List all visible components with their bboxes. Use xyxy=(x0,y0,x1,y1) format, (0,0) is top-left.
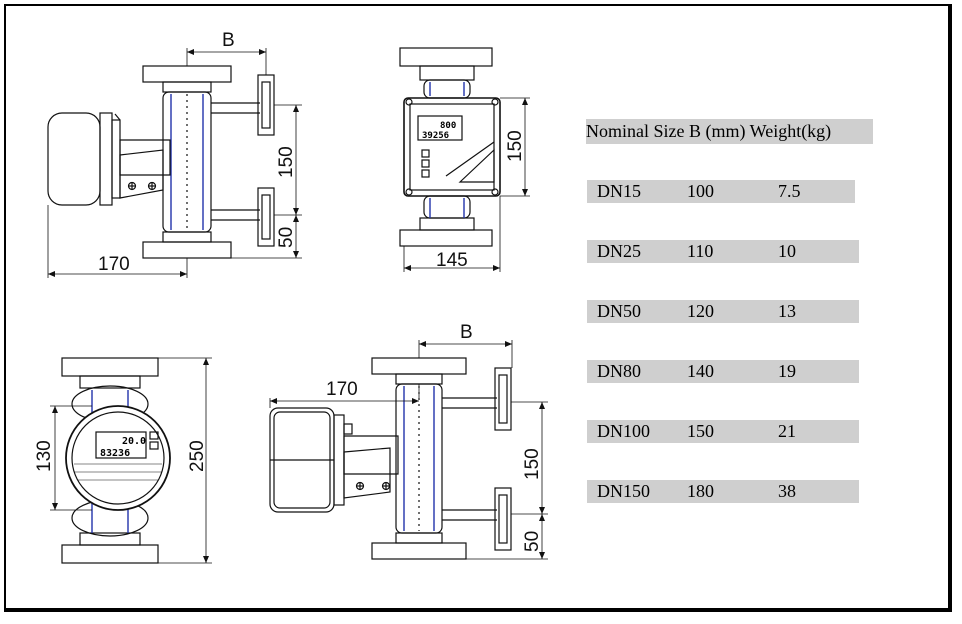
dim-b-top-left: B xyxy=(222,30,235,51)
row-size: DN25 xyxy=(597,241,641,261)
drawing-frame xyxy=(4,4,952,612)
row-size: DN100 xyxy=(597,421,650,441)
row-weight: 7.5 xyxy=(778,181,801,201)
table-row: DN80 140 19 xyxy=(587,360,859,383)
dim-b-bottom-right: B xyxy=(460,322,473,343)
side-view-top-left xyxy=(47,48,302,278)
row-size: DN80 xyxy=(597,361,641,381)
front-display-reading: 800 xyxy=(440,121,456,131)
row-size: DN15 xyxy=(597,181,641,201)
table-row: DN15 100 7.5 xyxy=(587,180,855,203)
row-size: DN50 xyxy=(597,301,641,321)
table-row: DN150 180 38 xyxy=(587,480,859,503)
table-header: Nominal Size B (mm) Weight(kg) xyxy=(586,119,873,144)
dim-250-bottom-left: 250 xyxy=(187,440,208,472)
row-weight: 19 xyxy=(778,361,796,381)
row-weight: 38 xyxy=(778,481,796,501)
dim-150-top-left: 150 xyxy=(276,146,297,178)
dim-170-bottom-right: 170 xyxy=(326,379,358,400)
row-b: 180 xyxy=(687,481,714,501)
row-b: 100 xyxy=(687,181,714,201)
row-weight: 13 xyxy=(778,301,796,321)
row-size: DN150 xyxy=(597,481,650,501)
table-row: DN100 150 21 xyxy=(587,420,859,443)
dim-150-bottom-right: 150 xyxy=(522,448,543,480)
round-display-reading: 20.0 xyxy=(122,436,146,447)
front-display-counter: 39256 xyxy=(422,131,449,141)
row-b: 150 xyxy=(687,421,714,441)
table-row: DN50 120 13 xyxy=(587,300,859,323)
row-b: 140 xyxy=(687,361,714,381)
dim-150-top-right: 150 xyxy=(505,130,526,162)
front-view-top-right xyxy=(399,47,530,272)
row-weight: 10 xyxy=(778,241,796,261)
dim-170-top-left: 170 xyxy=(98,254,130,275)
round-display-counter: 83236 xyxy=(100,448,130,459)
row-b: 110 xyxy=(687,241,714,261)
dim-130-bottom-left: 130 xyxy=(34,440,55,472)
dim-50-bottom-right: 50 xyxy=(522,531,543,552)
round-view-bottom-left xyxy=(50,357,212,564)
side-view-bottom-right xyxy=(269,340,548,560)
dim-50-top-left: 50 xyxy=(276,227,297,248)
dim-145-top-right: 145 xyxy=(436,250,468,271)
row-weight: 21 xyxy=(778,421,796,441)
row-b: 120 xyxy=(687,301,714,321)
table-row: DN25 110 10 xyxy=(587,240,859,263)
